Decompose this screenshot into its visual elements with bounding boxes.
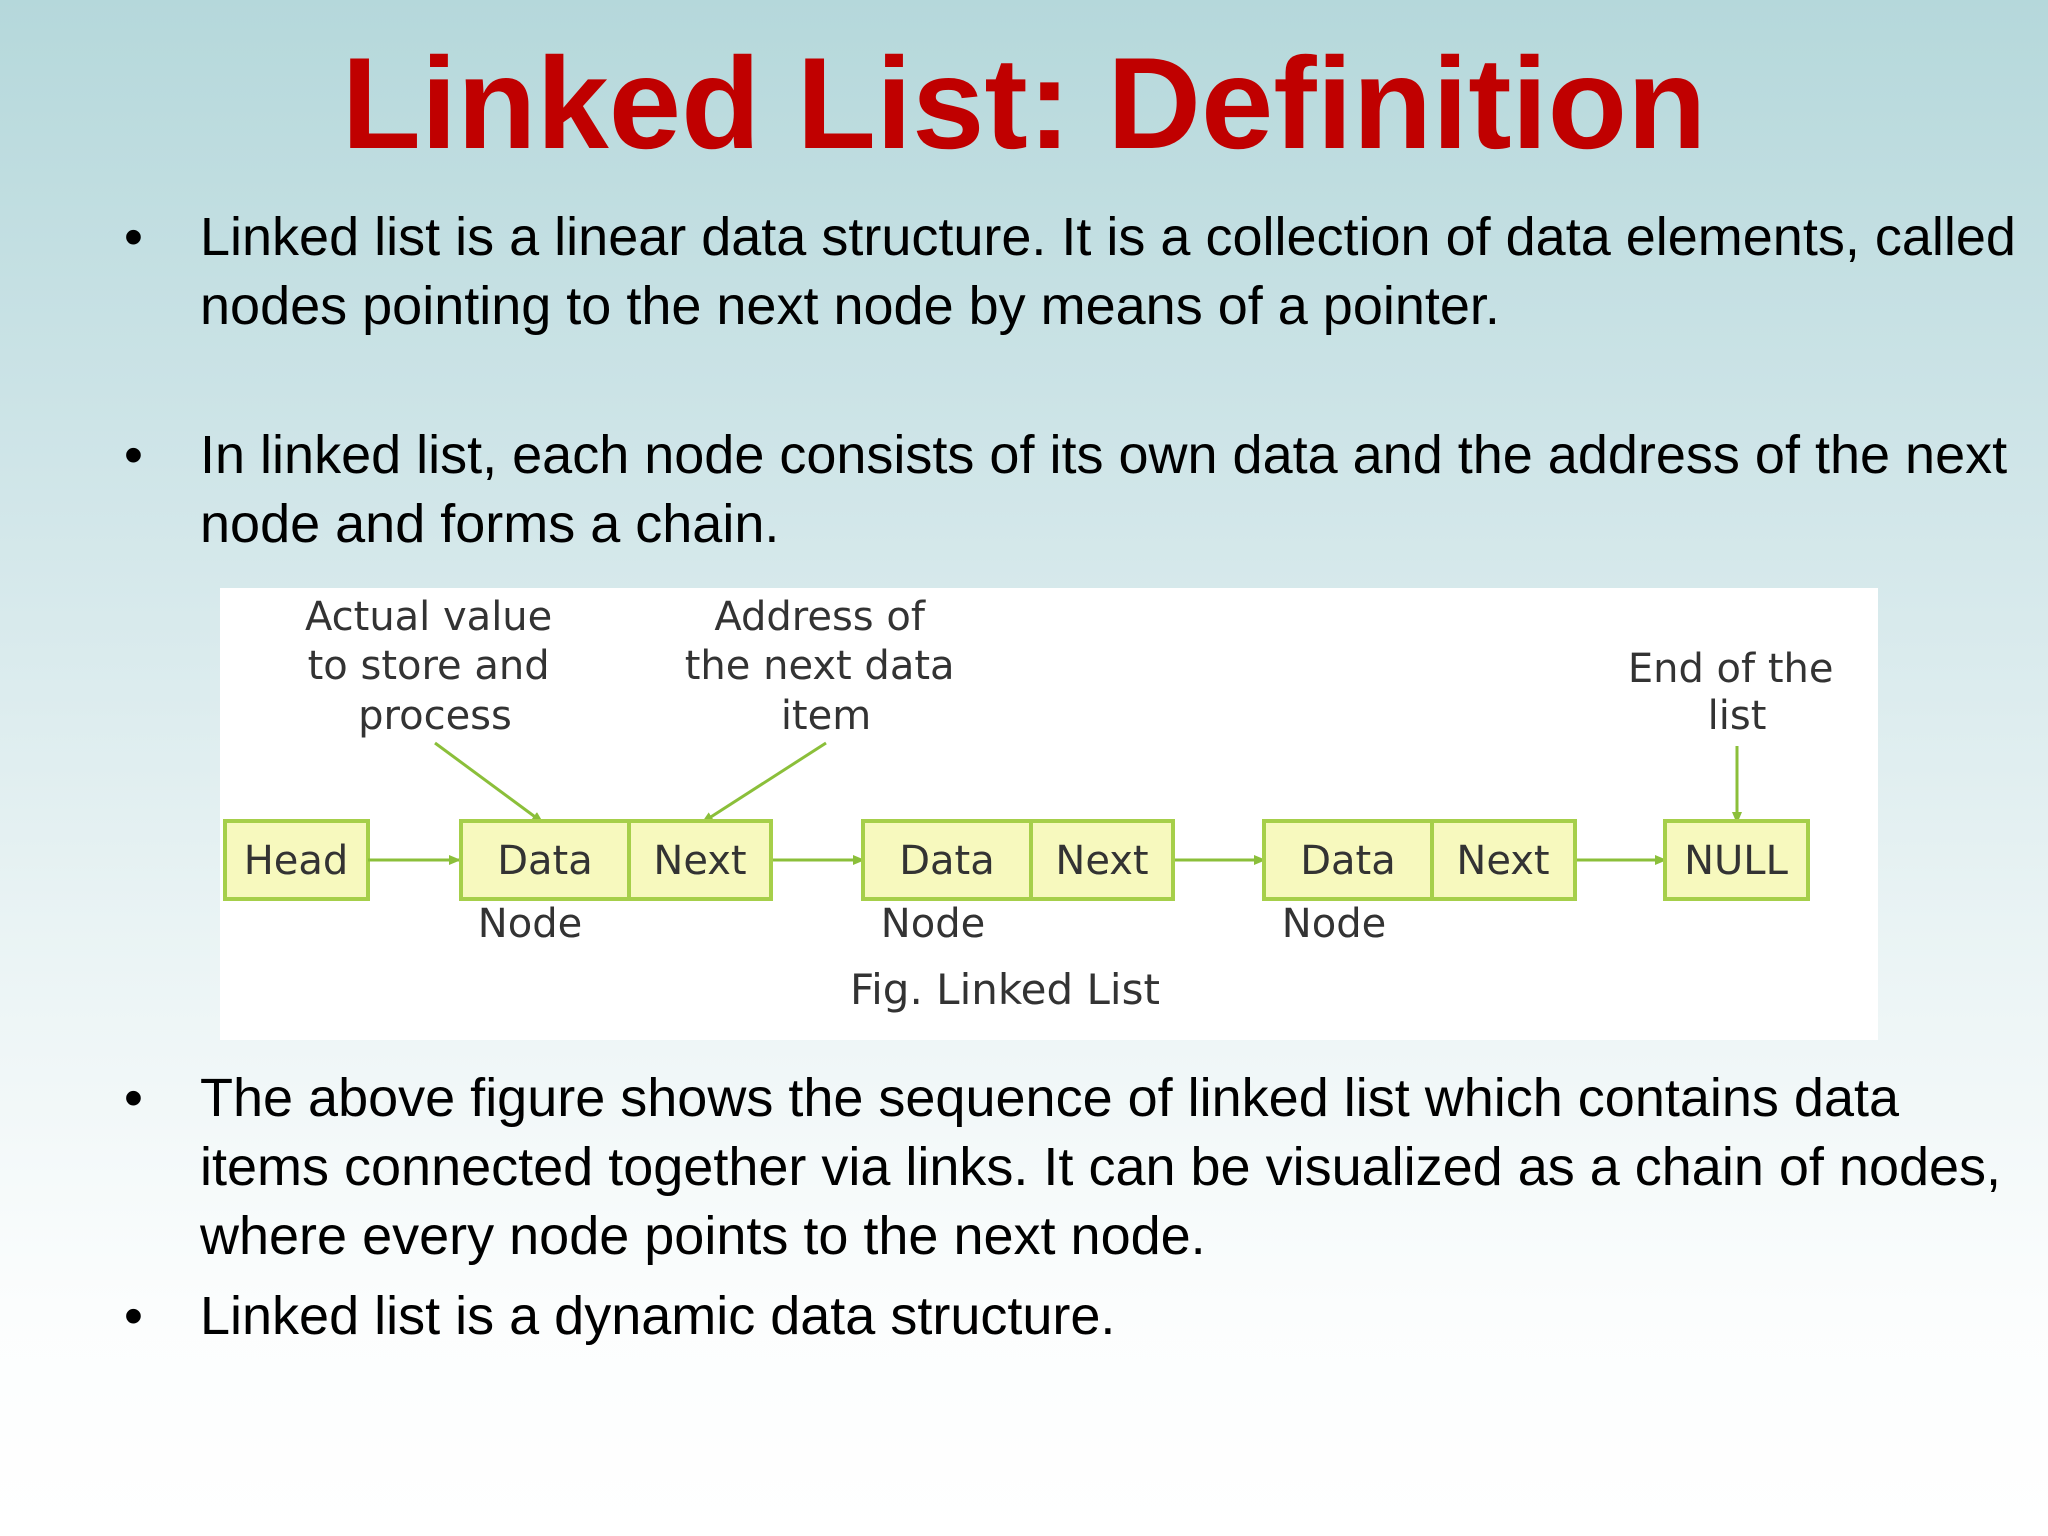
null-box — [1663, 819, 1810, 901]
bullet-dot: • — [124, 207, 143, 267]
bullet-text: In linked list, each node consists of it… — [200, 425, 2008, 554]
node-2: Data Next Node — [861, 819, 1175, 947]
node-next-label: Next — [1055, 838, 1148, 884]
null-label: NULL — [1684, 838, 1788, 884]
node-caption: Node — [478, 901, 582, 947]
bullet-text: Linked list is a dynamic data structure. — [200, 1286, 1116, 1346]
figure-caption: Fig. Linked List — [850, 965, 1160, 1014]
bullet-dot: • — [124, 1286, 143, 1346]
annotation-end: End of the list — [1628, 646, 1846, 739]
node-next-label: Next — [653, 838, 746, 884]
bullet-dot: • — [124, 425, 143, 485]
slide-title: Linked List: Definition — [341, 30, 1707, 176]
head-label: Head — [244, 838, 349, 884]
node-3: Data Next Node — [1262, 819, 1577, 947]
node-data-label: Data — [899, 838, 995, 884]
node-next-cell — [627, 819, 773, 901]
annotation-next-arrow — [701, 741, 827, 824]
annotation-next: Address of the next data item — [685, 594, 968, 739]
node-next-label: Next — [1456, 838, 1549, 884]
annotation-data: Actual value to store and process — [305, 594, 565, 739]
node-data-label: Data — [497, 838, 593, 884]
linked-list-diagram: Actual value to store and process Addres… — [223, 594, 1846, 1014]
annotation-data-arrow — [434, 741, 544, 824]
bullet-dot: • — [124, 1068, 143, 1128]
bullet-text: The above figure shows the sequence of l… — [200, 1068, 2002, 1266]
node-next-cell — [1029, 819, 1175, 901]
node-1: Data Next Node — [459, 819, 773, 947]
node-data-cell — [1262, 819, 1434, 901]
node-caption: Node — [1282, 901, 1386, 947]
node-caption: Node — [881, 901, 985, 947]
bullet-text: Linked list is a linear data structure. … — [200, 207, 2016, 336]
linked-list-figure: Actual value to store and process Addres… — [220, 588, 1878, 1040]
node-data-cell — [459, 819, 631, 901]
node-data-label: Data — [1300, 838, 1396, 884]
head-box — [223, 819, 370, 901]
node-next-cell — [1430, 819, 1577, 901]
